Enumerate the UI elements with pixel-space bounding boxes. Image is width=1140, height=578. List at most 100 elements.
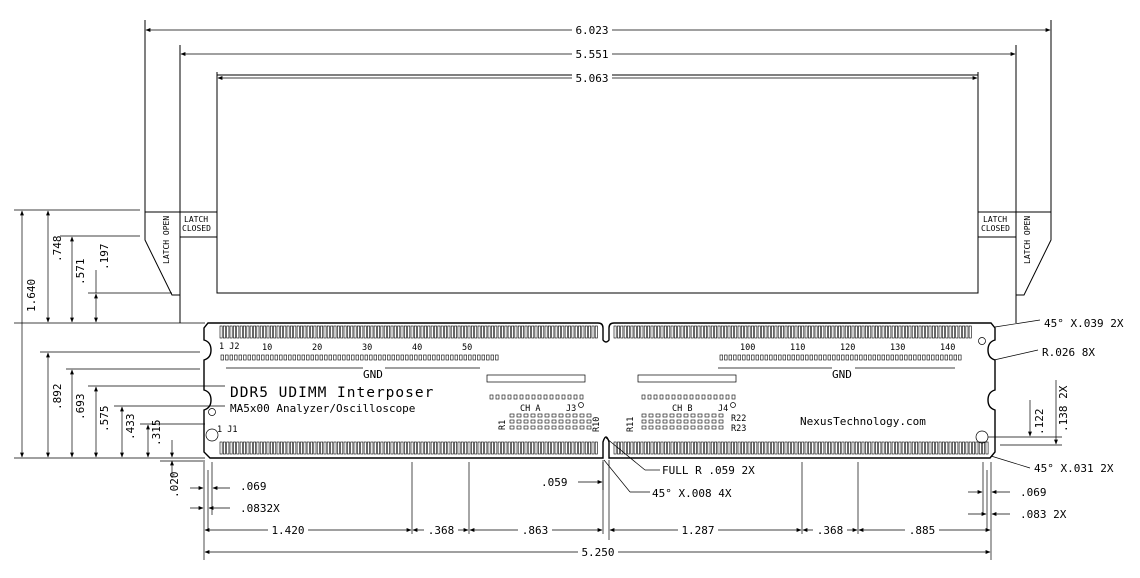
resistor-pad [579,419,585,424]
dim-083-2x-right: .083 2X [1020,508,1067,521]
header-pad [796,354,800,361]
top-finger [554,325,558,339]
top-finger [868,325,872,339]
resistor-pad [523,425,529,430]
bottom-finger [377,441,381,455]
bottom-finger [948,441,952,455]
top-finger [831,325,835,339]
top-finger [848,325,852,339]
header-pad [868,354,872,361]
header-pad [940,354,944,361]
bottom-finger [326,441,330,455]
top-finger [403,325,407,339]
top-finger [754,325,758,339]
top-finger [534,325,538,339]
top-finger [249,325,253,339]
top-finger [707,325,711,339]
bottom-finger [824,441,828,455]
bottom-finger [454,441,458,455]
bottom-finger [584,441,588,455]
header-pad [450,354,454,361]
board-title: DDR5 UDIMM Interposer [230,385,434,401]
top-finger [918,325,922,339]
header-pad [238,354,242,361]
top-finger [353,325,357,339]
header-pad [355,354,359,361]
top-finger [784,325,788,339]
bottom-finger [821,441,825,455]
top-finger [561,325,565,339]
header-pad [378,354,382,361]
header-pad [382,354,386,361]
top-finger [647,325,651,339]
bottom-finger [223,441,226,455]
top-finger [717,325,721,339]
bottom-finger [653,441,657,455]
top-finger [491,325,494,339]
bottom-finger [397,441,401,455]
header-pad [958,354,962,361]
top-finger [864,325,868,339]
resistor-pad [683,419,689,424]
component-pad [701,394,706,400]
component-pad [731,394,736,400]
bottom-finger [781,441,785,455]
resistor-pad [690,413,696,418]
top-finger [564,325,568,339]
top-finger [921,325,925,339]
top-finger [958,325,962,339]
resistor-pad [676,425,682,430]
component-pad [501,394,506,400]
top-finger [885,325,888,339]
top-finger [878,325,882,339]
component-pad [671,394,676,400]
bottom-finger [787,441,791,455]
top-finger [952,325,955,339]
top-finger [653,325,657,339]
header-pad [845,354,849,361]
top-finger [828,325,831,339]
bottom-finger [834,441,838,455]
resistor-pad [558,413,564,418]
top-finger [938,325,942,339]
bottom-finger [467,441,471,455]
bottom-finger [784,441,788,455]
mount-hole-right [975,430,989,444]
header-pad [225,354,229,361]
component-pad [713,394,718,400]
resistor-pad [586,425,592,430]
pin-label-10: 10 [262,343,272,353]
bottom-finger [350,441,354,455]
top-finger [945,325,949,339]
resistor-pad [669,425,675,430]
bottom-finger [524,441,528,455]
top-finger [700,325,704,339]
top-finger [578,325,582,339]
header-pad [418,354,422,361]
bottom-finger [774,441,778,455]
top-finger [444,325,448,339]
dim-seg-863: .863 [522,524,549,537]
resistor-pad [530,413,536,418]
dim-top-width: 6.023 [575,24,608,37]
bottom-finger [547,441,551,455]
bottom-finger [541,441,545,455]
bottom-finger [256,441,260,455]
component-pad [543,394,548,400]
component-pad [549,394,554,400]
resistor-pad [676,419,682,424]
top-finger [781,325,785,339]
bottom-finger [757,441,761,455]
bottom-finger [771,441,775,455]
resistor-pad [586,413,592,418]
bottom-finger [754,441,758,455]
header-pad [827,354,831,361]
bottom-finger [387,441,391,455]
bottom-finger [831,441,835,455]
top-finger [269,325,273,339]
top-finger [340,325,344,339]
bottom-finger [848,441,852,455]
top-finger [824,325,828,339]
header-pad [369,354,373,361]
top-finger [584,325,588,339]
